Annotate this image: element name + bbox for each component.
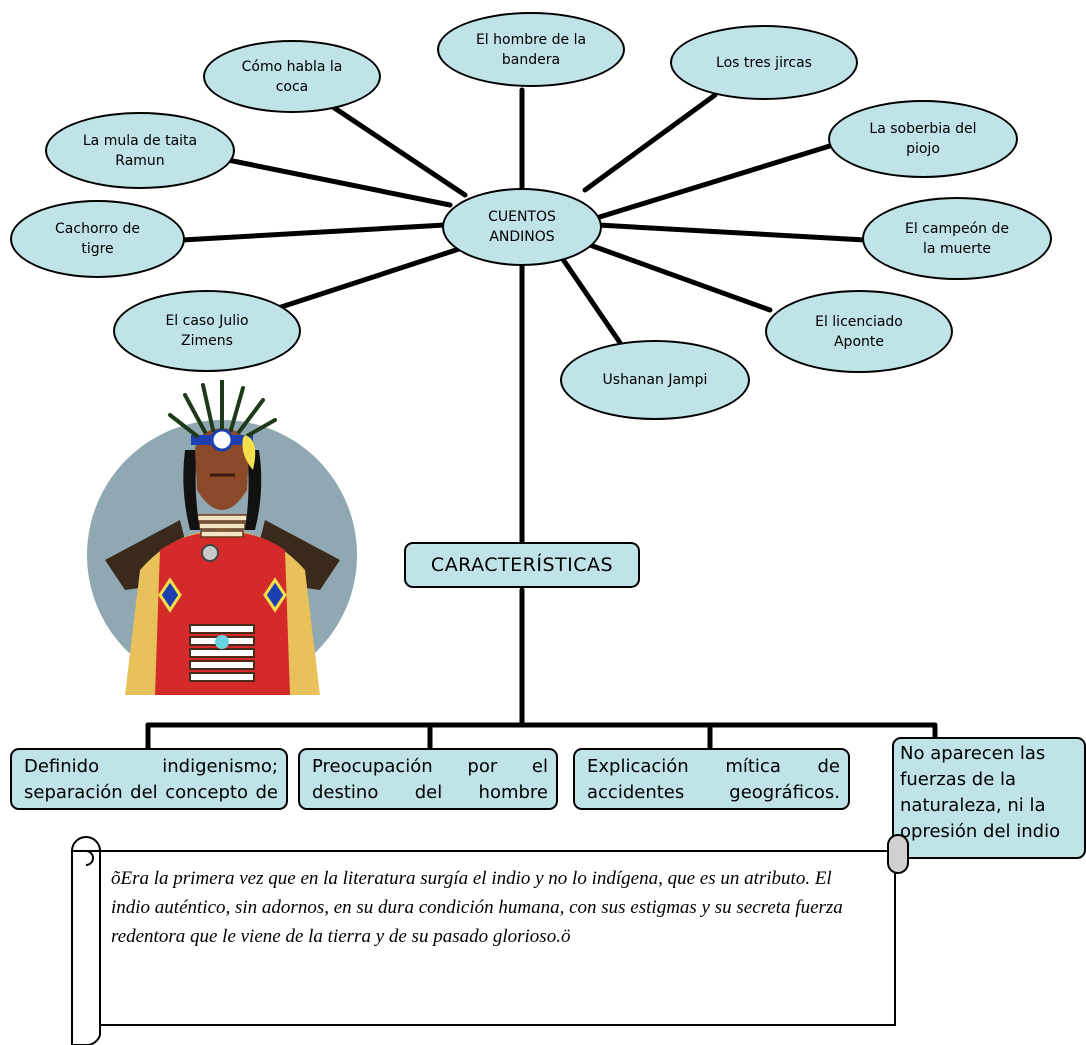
line-ushanan — [557, 252, 628, 353]
characteristics-title-text: CARACTERÍSTICAS — [430, 554, 614, 576]
story-label: La mula de taita Ramun — [82, 132, 198, 169]
characteristic-card-2: Preocupación por el destino del hombre p… — [298, 748, 558, 810]
line-soberbia — [587, 142, 836, 223]
indigenous-man-illustration — [87, 380, 357, 695]
characteristic-card-4: No aparecen las fuerzas de la naturaleza… — [892, 737, 1086, 859]
story-label: Ushanan Jampi — [602, 372, 708, 388]
characteristic-text: Preocupación por el destino del hombre p… — [312, 756, 548, 803]
characteristic-card-1: Definido indigenismo; separación del con… — [10, 748, 288, 810]
line-como-habla — [327, 102, 468, 198]
story-label: El hombre de la bandera — [475, 31, 587, 68]
line-licenciado — [587, 242, 773, 313]
quote-text: õEra la primera vez que en la literatura… — [111, 868, 843, 947]
characteristic-text: Definido indigenismo; separación del con… — [24, 756, 278, 803]
story-node-ushanan-jampi: Ushanan Jampi — [560, 340, 750, 420]
line-cachorro — [179, 222, 448, 243]
story-node-campeon-muerte: El campeón de la muerte — [862, 197, 1052, 280]
story-node-soberbia-piojo: La soberbia del piojo — [828, 100, 1018, 178]
line-julio — [269, 245, 465, 313]
characteristic-text: No aparecen las fuerzas de la naturaleza… — [900, 743, 1061, 842]
line-mula — [225, 157, 453, 208]
story-node-como-habla-coca: Cómo habla la coca — [203, 40, 381, 113]
story-label: El caso Julio Zimens — [165, 313, 249, 349]
story-node-mula-taita-ramun: La mula de taita Ramun — [45, 112, 235, 189]
story-label: El licenciado Aponte — [815, 313, 903, 350]
characteristic-card-3: Explicación mítica de accidentes geográf… — [573, 748, 850, 810]
story-label: Cómo habla la coca — [241, 58, 343, 95]
story-node-licenciado-aponte: El licenciado Aponte — [765, 290, 953, 373]
characteristics-title: CARACTERÍSTICAS — [404, 542, 640, 588]
line-campeon — [595, 222, 868, 243]
story-node-caso-julio-zimens: El caso Julio Zimens — [113, 290, 301, 372]
story-label: Cachorro de tigre — [55, 221, 140, 257]
center-node: CUENTOS ANDINOS — [442, 188, 602, 266]
story-node-hombre-bandera: El hombre de la bandera — [437, 12, 625, 87]
story-label: El campeón de la muerte — [905, 220, 1009, 257]
center-node-label: CUENTOS ANDINOS — [488, 209, 556, 245]
story-node-tres-jircas: Los tres jircas — [670, 25, 858, 100]
story-label: Los tres jircas — [716, 54, 812, 71]
story-node-cachorro-tigre: Cachorro de tigre — [10, 200, 185, 278]
line-tres-jircas — [582, 92, 718, 193]
story-label: La soberbia del piojo — [869, 121, 977, 157]
characteristic-text: Explicación mítica de accidentes geográf… — [587, 756, 840, 803]
